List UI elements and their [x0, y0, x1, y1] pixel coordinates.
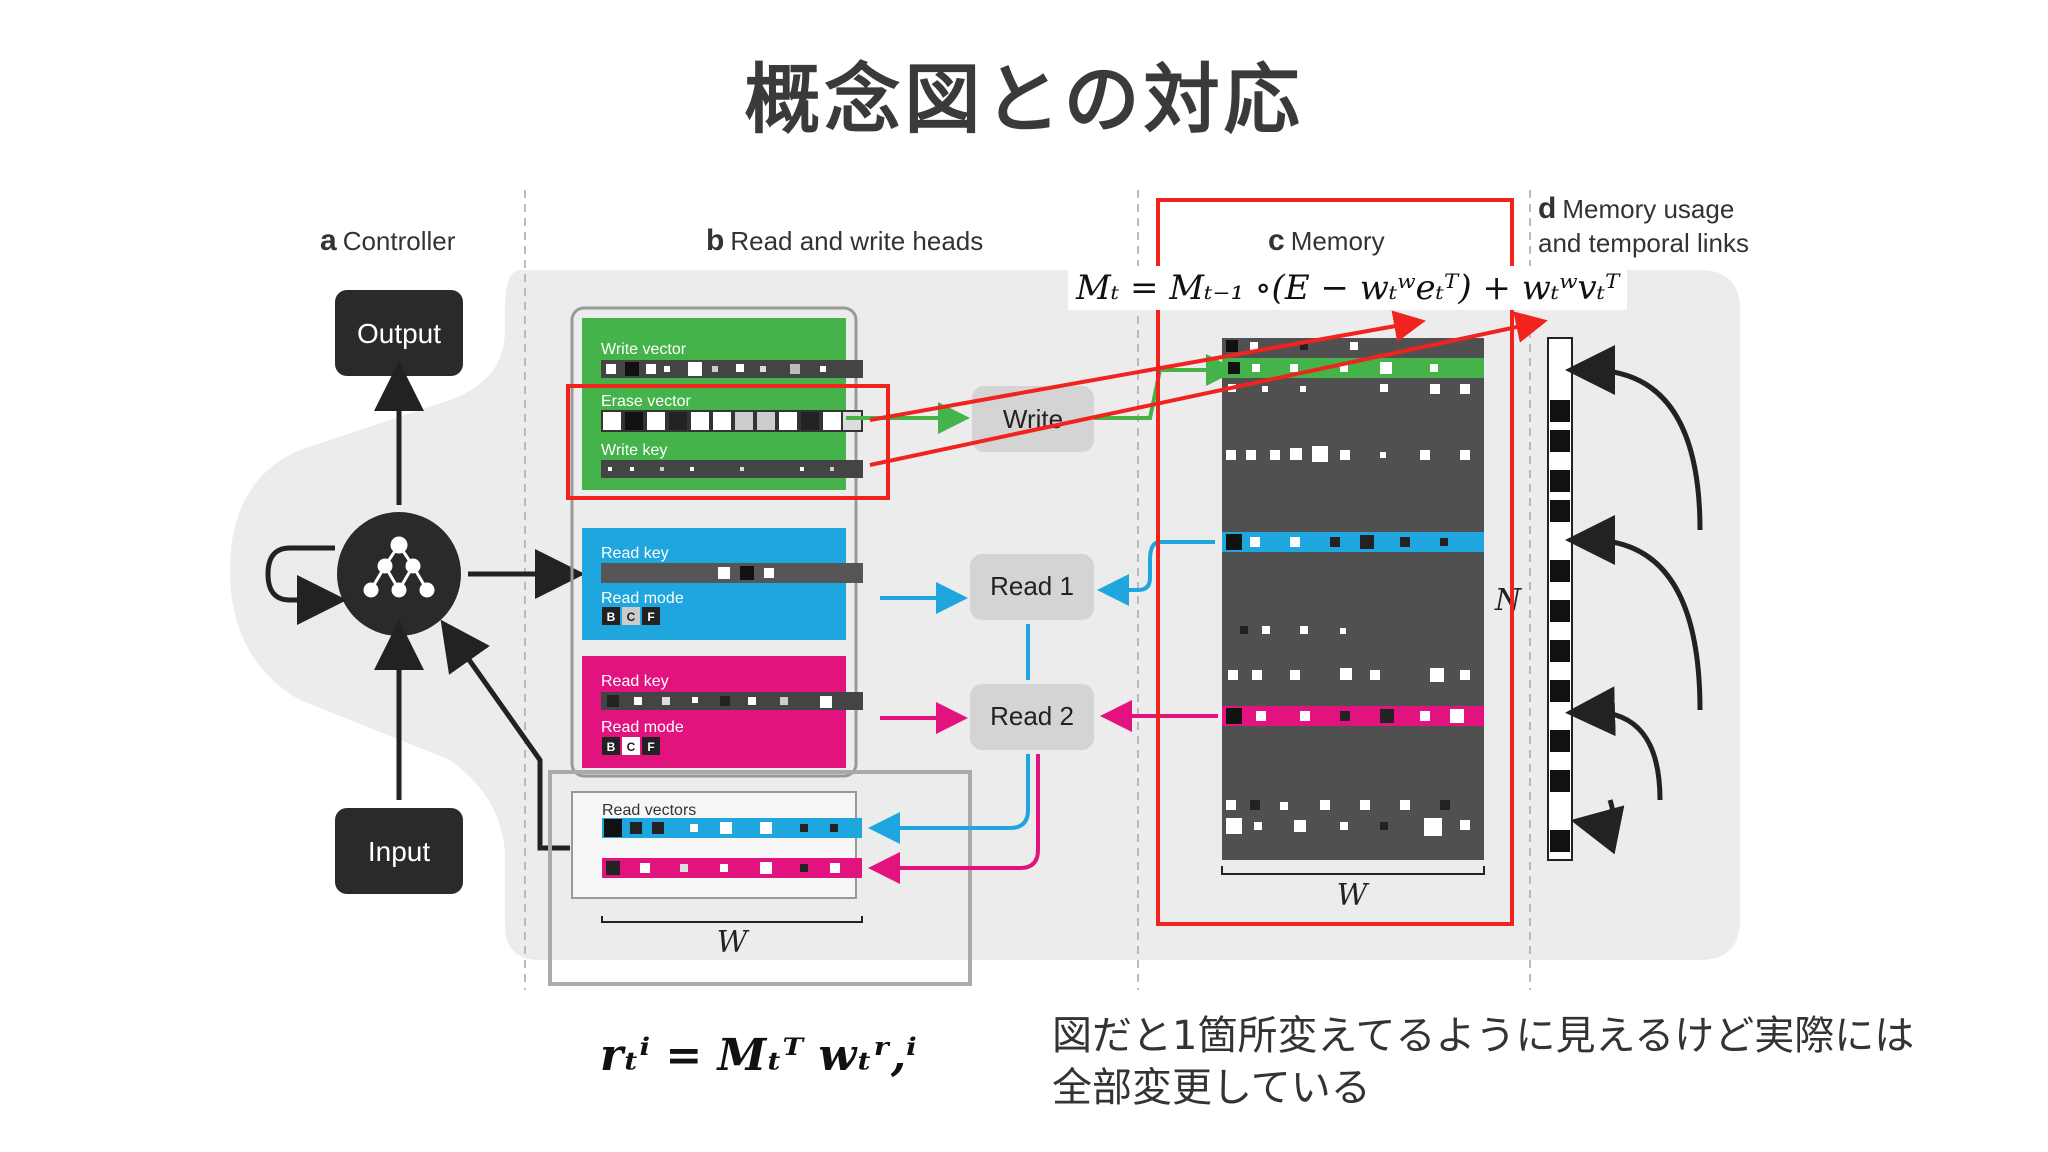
temporal-link-arrows	[1565, 345, 1703, 855]
write-vector-cells	[601, 360, 863, 378]
write-head-highlight	[566, 384, 890, 500]
svg-text:B: B	[607, 740, 616, 754]
memory-cells	[1226, 340, 1470, 836]
svg-text:C: C	[627, 740, 636, 754]
erase-vector-cells	[601, 410, 863, 432]
w-label-heads: W	[717, 925, 750, 960]
memory-highlight	[1156, 198, 1514, 926]
input-label: Input	[368, 836, 430, 867]
svg-text:F: F	[647, 740, 654, 754]
controller-node-icon	[337, 512, 461, 636]
read2-button	[970, 684, 1094, 750]
slide-caption: 図だと1箇所変えてるように見えるけど実際には 全部変更している	[1052, 1010, 2012, 1114]
output-box	[335, 290, 463, 376]
write-key-label: Write key	[601, 442, 667, 459]
memory-update-formula: Mₜ = Mₜ₋₁ ∘(E − wₜʷeₜᵀ) + wₜʷvₜᵀ	[1068, 266, 1628, 310]
svg-text:C: C	[627, 610, 636, 624]
caption-line-1: 図だと1箇所変えてるように見えるけど実際には	[1052, 1013, 1915, 1059]
w-label-memory: W	[1337, 878, 1370, 913]
read1-mode-buttons: B C F	[602, 607, 660, 625]
input-box	[335, 808, 463, 894]
read-vectors-box	[571, 791, 857, 899]
read-vectors-highlight	[548, 770, 972, 986]
usage-cells	[1550, 400, 1570, 852]
read2-mode-buttons: B C F	[602, 737, 660, 755]
read2-mode-label: Read mode	[601, 719, 684, 736]
read-vectors-label: Read vectors	[602, 802, 696, 819]
erase-vector-label: Erase vector	[601, 393, 691, 410]
memory-row-green	[1222, 358, 1484, 378]
read2-button-label: Read 2	[990, 701, 1074, 731]
svg-text:B: B	[607, 610, 616, 624]
read1-button-label: Read 1	[990, 571, 1074, 601]
memory-row-blue	[1222, 532, 1484, 552]
svg-text:F: F	[647, 610, 654, 624]
read2-key-label: Read key	[601, 673, 669, 690]
caption-line-2: 全部変更している	[1052, 1065, 1371, 1111]
write-key-cells	[601, 460, 863, 478]
read-vector-formula: rₜⁱ = Mₜᵀ wₜʳ,ⁱ	[600, 1030, 917, 1081]
read-vector-2	[602, 858, 862, 878]
write-vector-label: Write vector	[601, 341, 687, 358]
output-label: Output	[357, 318, 441, 349]
read1-key-label: Read key	[601, 545, 669, 562]
memory-row-magenta	[1222, 706, 1484, 726]
n-label-memory: N	[1494, 583, 1523, 618]
read1-mode-label: Read mode	[601, 590, 684, 607]
read1-button	[970, 554, 1094, 620]
heads-container	[570, 306, 858, 778]
slide-title: 概念図との対応	[744, 55, 1304, 144]
memory-matrix	[1222, 338, 1484, 860]
